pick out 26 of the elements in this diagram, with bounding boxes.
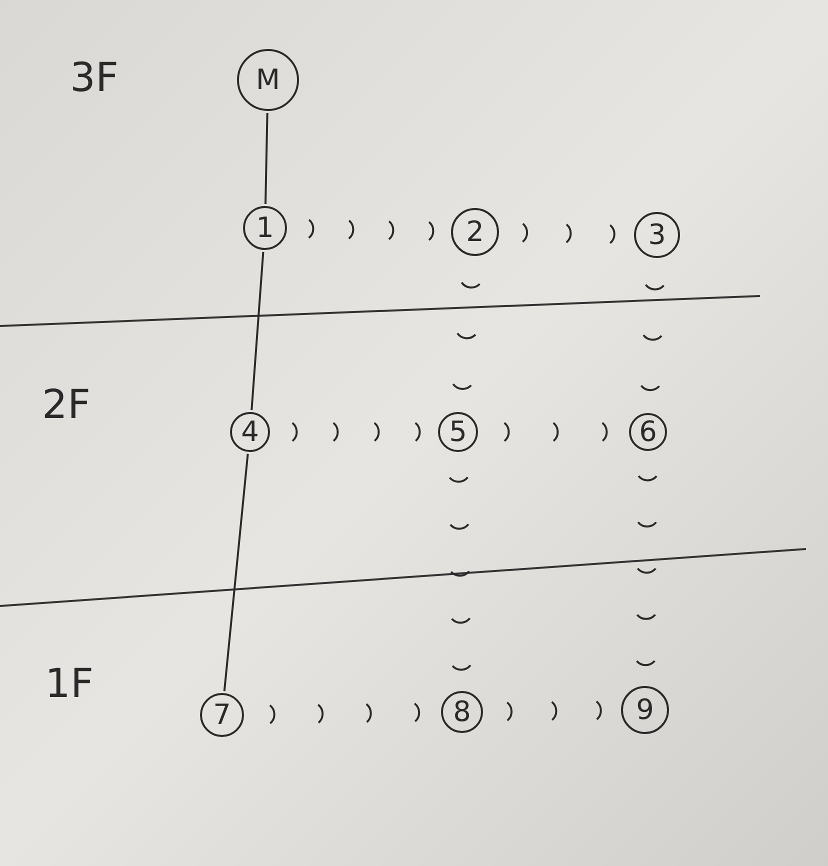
floor-label: 3F bbox=[70, 58, 118, 98]
node-circle bbox=[243, 206, 287, 250]
node-circle bbox=[441, 691, 483, 733]
node-label: M bbox=[256, 66, 280, 94]
node-label: 2 bbox=[466, 218, 484, 246]
cable-line bbox=[264, 112, 268, 204]
node-circle bbox=[230, 412, 270, 452]
node-label: 1 bbox=[256, 214, 274, 242]
node-label: 6 bbox=[639, 418, 657, 446]
node-label: 7 bbox=[213, 701, 231, 729]
cable-line bbox=[223, 454, 249, 692]
node-circle bbox=[629, 413, 667, 451]
node-label: 3 bbox=[648, 221, 666, 249]
cable-line bbox=[250, 252, 264, 410]
node-circle bbox=[200, 693, 244, 737]
node-label: 5 bbox=[449, 418, 467, 446]
node-label: 4 bbox=[241, 418, 259, 446]
node-label: 8 bbox=[453, 698, 471, 726]
node-label: 9 bbox=[636, 696, 654, 724]
node-circle bbox=[237, 49, 299, 111]
node-circle bbox=[451, 208, 499, 256]
node-circle bbox=[621, 686, 669, 734]
floor-label: 2F bbox=[42, 385, 90, 425]
node-circle bbox=[438, 412, 478, 452]
floor-label: 1F bbox=[45, 664, 94, 704]
node-circle bbox=[634, 212, 680, 258]
